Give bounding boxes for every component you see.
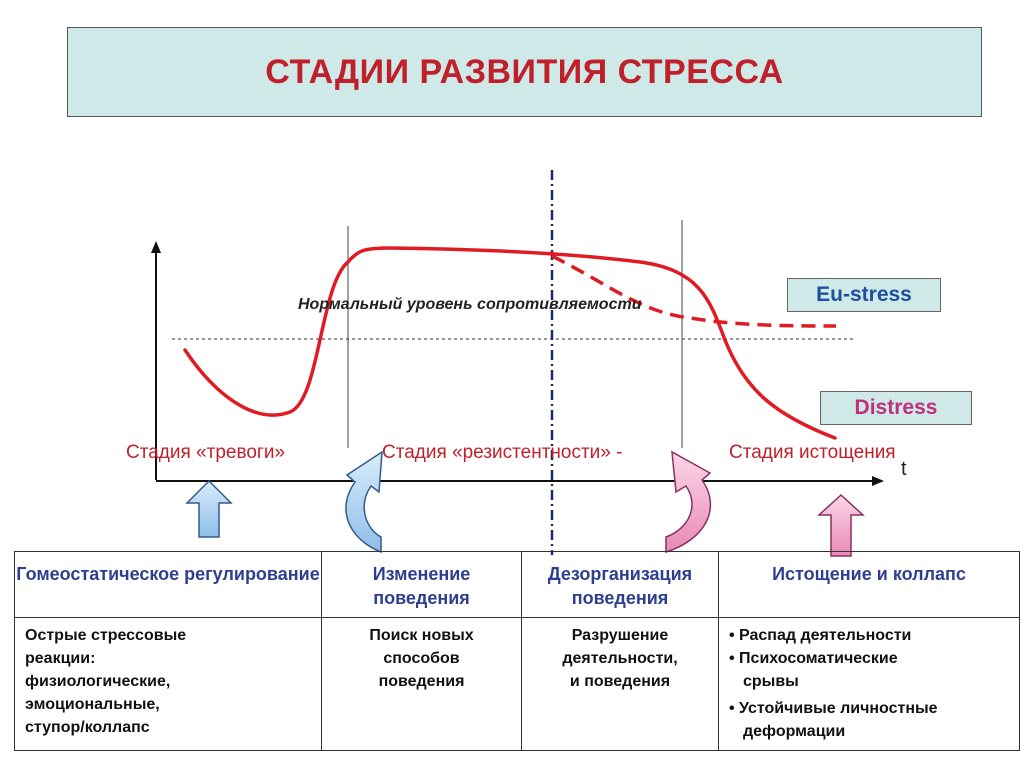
page-title: СТАДИИ РАЗВИТИЯ СТРЕССА [265,52,784,91]
distress-label: Distress [820,391,972,425]
list-item: и поведения [569,673,671,690]
time-axis-label: t [901,458,907,480]
header-behavior-change: Изменение поведения [321,551,522,618]
list-item: Острые стрессовые [25,627,187,644]
cell-search-behavior: Поиск новых способов поведения [321,617,522,751]
curved-arrow-blue [345,450,383,554]
list-item: поведения [378,673,465,690]
stage-alarm-label: Стадия «тревоги» [126,442,286,463]
stress-curve [183,246,837,440]
cell-acute-reactions: Острые стрессовые реакции: физиологическ… [14,617,322,751]
header-homeostatic: Гомеостатическое регулирование [14,551,322,618]
header-exhaustion: Истощение и коллапс [718,551,1020,618]
table-header-row: Гомеостатическое регулирование Изменение… [14,551,1020,618]
up-arrow-blue [185,479,233,538]
table-body-row: Острые стрессовые реакции: физиологическ… [14,617,1020,751]
list-item: способов [383,650,460,667]
list-item: эмоциональные, [25,696,160,713]
list-item: Поиск новых [369,627,474,644]
title-banner: СТАДИИ РАЗВИТИЯ СТРЕССА [67,27,982,117]
stages-table: Гомеостатическое регулирование Изменение… [14,551,1020,751]
up-arrow-pink [817,493,865,557]
list-item: • Психосоматические [729,650,898,667]
list-item: срывы [743,673,799,690]
stage-exhaustion-label: Стадия истощения [729,442,896,463]
list-item: реакции: [25,650,96,667]
cell-collapse: • Распад деятельности • Психосоматически… [718,617,1020,751]
header-disorganization: Дезорганизация поведения [521,551,719,618]
cell-destruction: Разрушение деятельности, и поведения [521,617,719,751]
list-item: • Распад деятельности [729,627,912,644]
x-axis-arrowhead [872,476,884,486]
stage-resistance-label: Стадия «резистентности» - [382,442,623,463]
list-item: • Устойчивые личностные [729,700,938,717]
eustress-curve [551,254,837,328]
list-item: Разрушение [571,627,669,644]
list-item: ступор/коллапс [25,719,150,736]
list-item: деформации [743,723,846,740]
list-item: физиологические, [25,673,171,690]
y-axis-arrowhead [151,241,161,253]
curved-arrow-pink [665,450,712,554]
eustress-label: Eu-stress [787,278,941,312]
normal-level-label: Нормальный уровень сопротивляемости [298,296,642,313]
list-item: деятельности, [562,650,678,667]
